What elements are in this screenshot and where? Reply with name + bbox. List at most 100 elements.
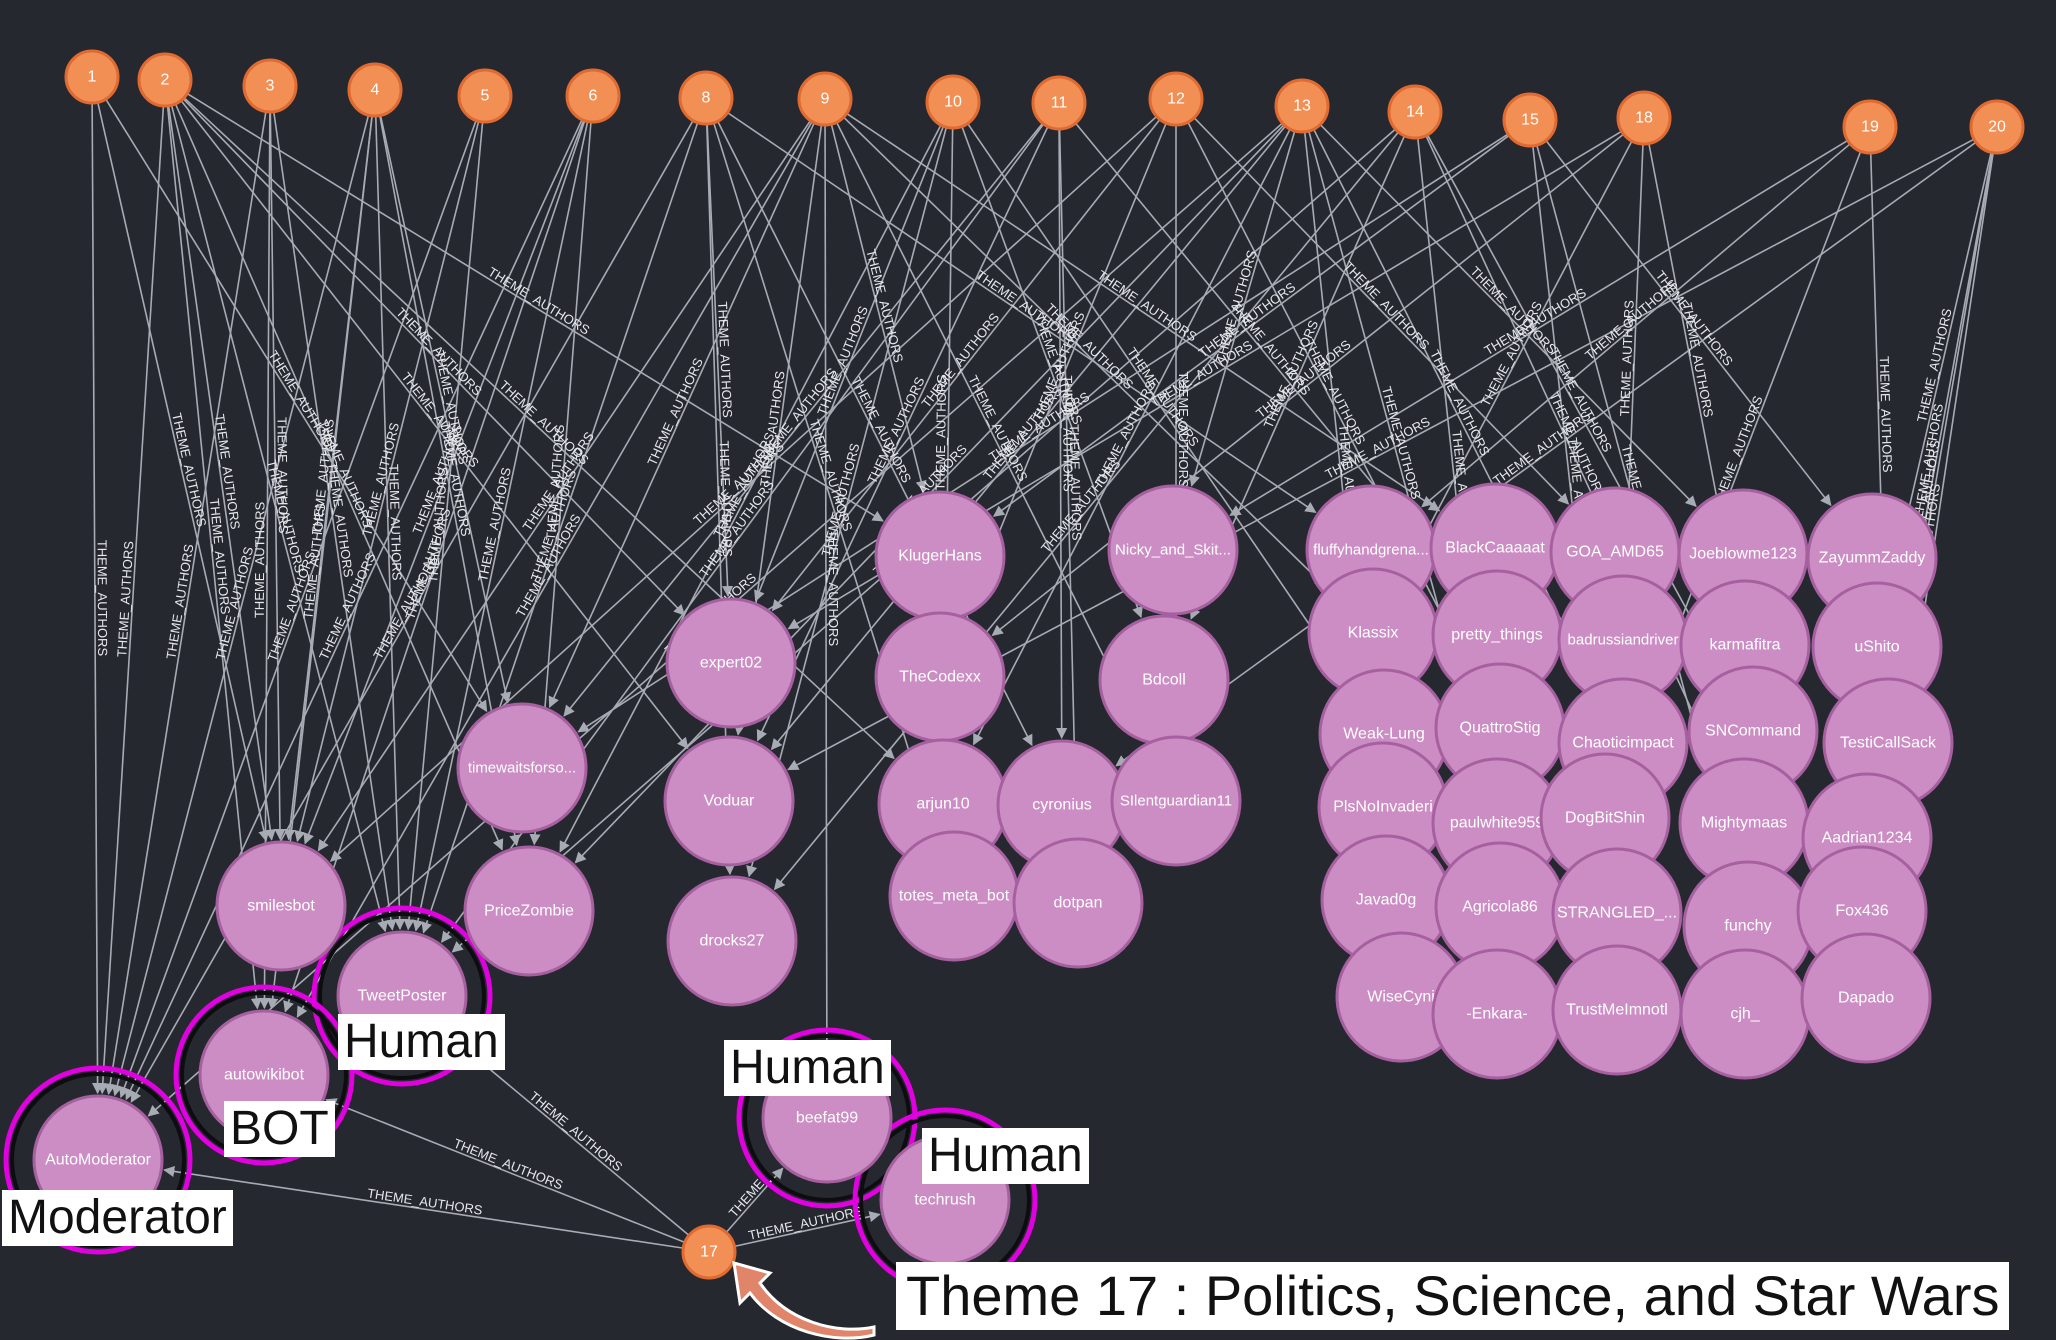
theme-node-5[interactable]: 5 xyxy=(457,68,513,124)
author-node-dapado[interactable]: Dapado xyxy=(1800,932,1932,1064)
author-node-circle[interactable] xyxy=(215,840,347,972)
edge-label: THEME_AUTHORS xyxy=(1060,375,1075,492)
edge-theme-2-to-voduar xyxy=(180,99,689,750)
author-node-label: beefat99 xyxy=(796,1110,858,1127)
author-node-drocks27[interactable]: drocks27 xyxy=(666,875,798,1007)
theme-node-13[interactable]: 13 xyxy=(1274,78,1330,134)
theme-node-14[interactable]: 14 xyxy=(1387,84,1443,140)
author-node-expert02[interactable]: expert02 xyxy=(665,597,797,729)
author-node-label: Weak-Lung xyxy=(1343,726,1425,743)
author-node-label: fluffyhandgrena... xyxy=(1313,542,1429,559)
author-node-label: techrush xyxy=(914,1192,975,1209)
theme-node-12[interactable]: 12 xyxy=(1148,71,1204,127)
theme-node-6[interactable]: 6 xyxy=(565,68,621,124)
theme-node-9[interactable]: 9 xyxy=(797,71,853,127)
theme-node-circle[interactable] xyxy=(797,71,853,127)
theme-node-label: 4 xyxy=(371,82,380,99)
author-node-label: TestiCallSack xyxy=(1840,735,1937,752)
author-node-wisecyni[interactable]: WiseCyni xyxy=(1335,931,1467,1063)
author-node-bdcoll[interactable]: Bdcoll xyxy=(1098,614,1230,746)
author-node-silentguardian11[interactable]: SIlentguardian11 xyxy=(1110,735,1242,867)
author-node-label: Joeblowme123 xyxy=(1689,546,1797,563)
theme-node-11[interactable]: 11 xyxy=(1031,75,1087,131)
highlight-ring-automoderator xyxy=(10,1072,186,1248)
theme-node-1[interactable]: 1 xyxy=(64,49,120,105)
author-node-klugerhans[interactable]: KlugerHans xyxy=(874,490,1006,622)
edge-label: THEME_AUTHORS xyxy=(370,553,441,662)
theme-node-19[interactable]: 19 xyxy=(1842,99,1898,155)
edge-label: THEME_AUTHORS xyxy=(252,501,268,618)
author-node-enkara[interactable]: -Enkara- xyxy=(1431,948,1563,1080)
theme-node-label: 3 xyxy=(266,78,275,95)
author-node-totes-meta-bot[interactable]: totes_meta_bot xyxy=(888,830,1020,962)
edge-label: THEME_AUTHORS xyxy=(826,530,841,647)
theme-node-circle[interactable] xyxy=(347,62,403,118)
author-node-label: karmafitra xyxy=(1709,637,1780,654)
author-node-label: pretty_things xyxy=(1451,627,1543,644)
author-node-dotpan[interactable]: dotpan xyxy=(1012,837,1144,969)
author-node-label: ZayummZaddy xyxy=(1819,550,1926,567)
theme-node-circle[interactable] xyxy=(64,49,120,105)
author-node-timewaitsforso[interactable]: timewaitsforso... xyxy=(456,702,588,834)
theme-node-circle[interactable] xyxy=(1502,92,1558,148)
author-node-label: AutoModerator xyxy=(45,1152,152,1169)
theme-node-label: 13 xyxy=(1293,98,1311,115)
author-node-thecodexx[interactable]: TheCodexx xyxy=(874,611,1006,743)
author-node-circle[interactable] xyxy=(1107,484,1239,616)
theme-node-circle[interactable] xyxy=(1387,84,1443,140)
author-node-circle[interactable] xyxy=(663,735,795,867)
author-node-circle[interactable] xyxy=(666,875,798,1007)
theme-node-17[interactable]: 17 xyxy=(681,1224,737,1280)
theme-node-label: 6 xyxy=(589,88,598,105)
author-node-pretty-things[interactable]: pretty_things xyxy=(1431,569,1563,701)
theme-node-circle[interactable] xyxy=(457,68,513,124)
theme-node-2[interactable]: 2 xyxy=(137,52,193,108)
author-node-label: -Enkara- xyxy=(1466,1006,1527,1023)
author-node-circle[interactable] xyxy=(1110,735,1242,867)
theme-node-circle[interactable] xyxy=(925,74,981,130)
theme-node-label: 2 xyxy=(161,72,170,89)
author-node-trustmeimnotl[interactable]: TrustMeImnotl xyxy=(1551,944,1683,1076)
theme-node-20[interactable]: 20 xyxy=(1969,99,2025,155)
theme-node-circle[interactable] xyxy=(565,68,621,124)
author-node-nicky-and-skit[interactable]: Nicky_and_Skit... xyxy=(1107,484,1239,616)
author-node-circle[interactable] xyxy=(463,845,595,977)
theme-node-label: 15 xyxy=(1521,112,1539,129)
theme-node-15[interactable]: 15 xyxy=(1502,92,1558,148)
edge-theme-15-to-zayummzaddy xyxy=(1545,140,1832,507)
author-node-voduar[interactable]: Voduar xyxy=(663,735,795,867)
theme-node-circle[interactable] xyxy=(1031,75,1087,131)
author-node-agricola86[interactable]: Agricola86 xyxy=(1434,841,1566,973)
theme-node-4[interactable]: 4 xyxy=(347,62,403,118)
theme-node-circle[interactable] xyxy=(137,52,193,108)
author-node-plsnoinvaderi[interactable]: PlsNoInvaderi xyxy=(1317,741,1449,873)
theme-node-circle[interactable] xyxy=(1274,78,1330,134)
theme-node-circle[interactable] xyxy=(242,58,298,114)
highlight-ring-autowikibot xyxy=(180,991,348,1159)
author-node-label: expert02 xyxy=(700,655,762,672)
author-node-circle[interactable] xyxy=(1012,837,1144,969)
edge-theme-6-to-autowikibot xyxy=(283,120,586,1013)
author-node-circle[interactable] xyxy=(665,597,797,729)
author-node-circle[interactable] xyxy=(456,702,588,834)
edge-theme-9-to-klugerhans xyxy=(830,124,927,493)
author-node-cjh[interactable]: cjh_ xyxy=(1679,948,1811,1080)
author-node-circle[interactable] xyxy=(1800,932,1932,1064)
edge-theme-2-to-expert02 xyxy=(182,98,686,616)
author-node-label: PriceZombie xyxy=(484,903,574,920)
theme-node-circle[interactable] xyxy=(1616,90,1672,146)
author-node-pricezombie[interactable]: PriceZombie xyxy=(463,845,595,977)
author-node-strangled[interactable]: STRANGLED_... xyxy=(1551,847,1683,979)
author-node-smilesbot[interactable]: smilesbot xyxy=(215,840,347,972)
theme-node-circle[interactable] xyxy=(681,1224,737,1280)
theme-node-3[interactable]: 3 xyxy=(242,58,298,114)
theme-node-8[interactable]: 8 xyxy=(678,70,734,126)
theme-node-circle[interactable] xyxy=(678,70,734,126)
theme-node-label: 17 xyxy=(700,1244,718,1261)
theme-node-circle[interactable] xyxy=(1969,99,2025,155)
theme-node-10[interactable]: 10 xyxy=(925,74,981,130)
theme-node-18[interactable]: 18 xyxy=(1616,90,1672,146)
theme-node-circle[interactable] xyxy=(1148,71,1204,127)
theme-node-circle[interactable] xyxy=(1842,99,1898,155)
author-node-label: Chaoticimpact xyxy=(1572,735,1674,752)
